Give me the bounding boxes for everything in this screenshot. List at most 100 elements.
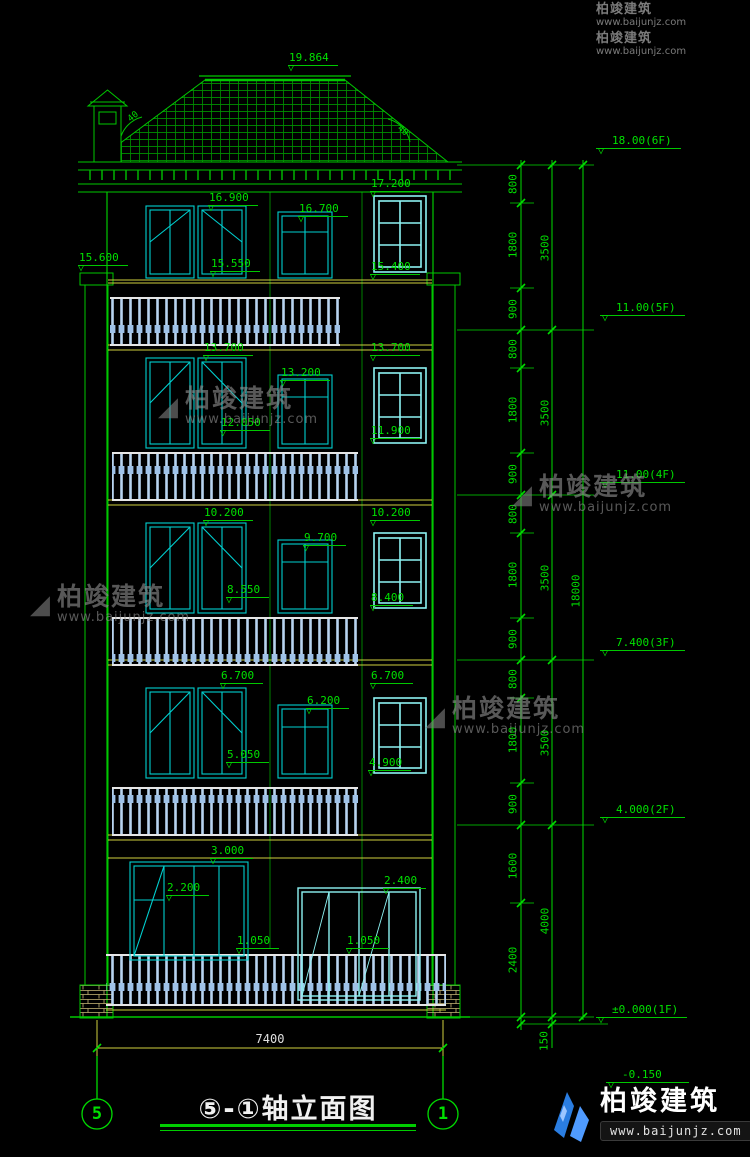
- floor-level-marker: 18.00(6F)▽: [596, 135, 681, 157]
- balustrades: [106, 297, 446, 1006]
- elevation-marker: 10.200▽: [203, 506, 253, 529]
- elevation-triangle-icon: ▽: [210, 269, 217, 280]
- watermark-brand: 柏竣建筑: [596, 31, 653, 46]
- elevation-value: 15.400: [371, 260, 411, 273]
- elevation-value: 1.050: [237, 934, 271, 947]
- elevation-marker: 6.200▽: [306, 695, 350, 717]
- dim-label: 900: [506, 299, 520, 319]
- elevation-marker: 6.700▽: [370, 670, 414, 692]
- watermark-logo-icon: ◢: [158, 391, 178, 422]
- elevation-triangle-icon: ▽: [370, 681, 377, 692]
- elevation-value: 1.050: [347, 934, 381, 947]
- windows-3f: [145, 687, 333, 779]
- floor-level-marker: 4.000(2F) ▽: [600, 803, 685, 826]
- elevation-triangle-icon: ▽: [208, 203, 215, 214]
- windows-5f: [145, 357, 333, 449]
- elevation-triangle-icon: ▽: [166, 893, 173, 904]
- dim-label: 1800: [506, 561, 520, 589]
- window-attic-right: [373, 195, 427, 273]
- elevation-value: 5.050: [227, 748, 261, 761]
- elevation-marker: 5.050▽: [226, 748, 270, 771]
- elevation-value: 15.550: [211, 257, 251, 270]
- watermark-url: www.baijunjz.com: [539, 500, 673, 515]
- elevation-marker: 16.700▽: [298, 202, 348, 225]
- elevation-triangle-icon: ▽: [370, 189, 377, 200]
- elevation-marker: 17.200▽: [370, 177, 420, 200]
- dim-label: 800: [506, 174, 520, 194]
- windows-4f: [145, 522, 333, 614]
- axis-bubble-left: 5: [91, 1104, 103, 1124]
- elevation-marker: 1.050▽: [346, 934, 390, 957]
- elevation-marker: 13.200▽: [280, 366, 330, 389]
- elevation-value: 8.550: [227, 583, 261, 596]
- watermark-url: www.baijunjz.com: [596, 17, 687, 28]
- elevation-triangle-icon: ▽: [78, 263, 85, 274]
- elevation-triangle-icon: ▽: [602, 313, 609, 324]
- elevation-value: 11.900: [371, 424, 411, 437]
- elevation-marker: 8.550▽: [226, 583, 270, 606]
- brand-logo-icon: [554, 1092, 589, 1142]
- elevation-triangle-icon: ▽: [280, 378, 287, 389]
- watermark-brand: 柏竣建筑: [185, 384, 294, 413]
- elevation-marker: 1.050▽: [236, 934, 280, 957]
- dim-label: 1600: [506, 852, 520, 880]
- dim-label: 2400: [506, 946, 520, 974]
- elevation-value: 17.200: [371, 177, 411, 190]
- elevation-marker: 16.900▽: [208, 192, 258, 214]
- drawing-title: ⑤-①轴立面图: [198, 1094, 378, 1125]
- floor-level-value: ±0.000(1F): [612, 1003, 679, 1016]
- elevation-triangle-icon: ▽: [226, 760, 233, 771]
- door-ground-left: [129, 861, 249, 961]
- elevation-triangle-icon: ▽: [220, 681, 227, 692]
- elevation-triangle-icon: ▽: [598, 1015, 605, 1026]
- elevation-value: 12.050: [221, 416, 261, 429]
- elevation-triangle-icon: ▽: [303, 543, 310, 554]
- elevation-value: 15.600: [79, 251, 119, 264]
- dim-label: 1800: [506, 231, 520, 259]
- elevation-marker: 19.864▽: [288, 52, 338, 74]
- watermark-url: www.baijunjz.com: [596, 46, 687, 57]
- elevation-triangle-icon: ▽: [203, 518, 210, 529]
- elevation-triangle-icon: ▽: [370, 272, 377, 283]
- dim-label: 150: [537, 1031, 551, 1051]
- eave-cornice: [78, 161, 462, 193]
- elevation-value: 10.200: [204, 506, 244, 519]
- elevation-value: 16.700: [299, 202, 339, 215]
- elevation-marker: 13.700▽: [203, 342, 253, 364]
- elevation-triangle-icon: ▽: [346, 946, 353, 957]
- watermark-logo-icon: ◢: [425, 701, 445, 732]
- elevation-marker: 2.200▽: [166, 882, 210, 904]
- floor-level-marker: ±0.000(1F) ▽: [596, 1003, 688, 1026]
- elevation-triangle-icon: ▽: [370, 353, 377, 364]
- window-4f-right: [373, 532, 427, 609]
- elevation-triangle-icon: ▽: [602, 815, 609, 826]
- floor-level-marker: 11.00(4F)▽: [600, 469, 685, 491]
- elevation-marker: 12.050▽: [220, 416, 270, 439]
- elevation-marker: 9.700▽: [303, 532, 347, 554]
- elevation-marker: 13.700▽: [370, 341, 420, 364]
- elevation-triangle-icon: ▽: [370, 603, 377, 614]
- brand-logo: 柏竣建筑 www.baijunjz.com: [548, 1086, 750, 1142]
- elevation-triangle-icon: ▽: [608, 1080, 615, 1091]
- dimension-lines: [92, 160, 608, 1053]
- floor-level-marker: -0.150▽: [606, 1069, 689, 1091]
- watermark-brand: 柏竣建筑: [596, 2, 653, 17]
- elevation-triangle-icon: ▽: [368, 768, 375, 779]
- elevation-marker: 6.700▽: [220, 669, 264, 692]
- floor-level-value: 4.000(2F): [616, 803, 676, 816]
- dim-label: 900: [506, 794, 520, 814]
- title-underline: [160, 1124, 416, 1127]
- dim-label: 900: [506, 629, 520, 649]
- dim-label-total: 18000: [569, 574, 583, 608]
- dim-label: 4000: [538, 907, 552, 935]
- elevation-triangle-icon: ▽: [598, 146, 605, 157]
- elevation-value: 13.200: [281, 366, 321, 379]
- elevation-marker: 15.550▽: [210, 257, 260, 280]
- elevation-value: 13.700: [371, 341, 411, 354]
- dim-label: 800: [506, 339, 520, 359]
- dim-label: 1800: [506, 396, 520, 424]
- elevation-value: 6.700: [221, 669, 255, 682]
